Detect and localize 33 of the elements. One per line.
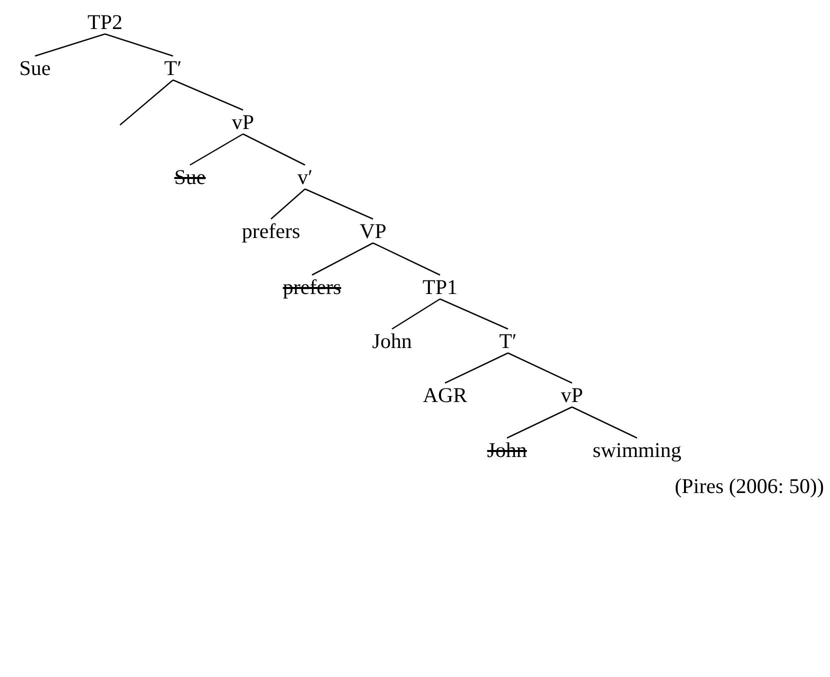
citation-caption: (Pires (2006: 50)): [674, 474, 824, 499]
tree-branch: [572, 406, 638, 439]
tree-label: Sue: [18, 56, 52, 80]
tree-label: John: [371, 329, 413, 353]
tree-branch: [104, 33, 174, 57]
tree-branch: [270, 188, 306, 220]
tree-branch: [172, 79, 244, 111]
tree-label: prefers: [240, 219, 302, 243]
tree-branch: [312, 242, 374, 276]
tree-branch: [304, 188, 374, 220]
tree-label: swimming: [592, 438, 682, 462]
struck-word: John: [486, 438, 528, 462]
tree-label: vP: [560, 383, 584, 407]
tree-branch: [190, 133, 244, 166]
tree-branch: [508, 352, 572, 384]
tree-branch: [34, 33, 106, 57]
tree-branch: [392, 298, 440, 330]
tree-label: v′: [296, 165, 314, 189]
tree-label: vP: [230, 110, 256, 134]
tree-branch: [444, 352, 508, 384]
tree-label: TP1: [422, 275, 458, 299]
tree-branch: [372, 242, 440, 276]
tree-label: TP2: [86, 10, 124, 34]
tree-label: T′: [498, 329, 518, 353]
struck-word: Sue: [173, 165, 207, 189]
struck-word: prefers: [282, 275, 342, 299]
tree-label: T′: [163, 56, 183, 80]
tree-label: VP: [358, 219, 388, 243]
tree-label: AGR: [422, 383, 468, 407]
tree-branch: [506, 406, 572, 439]
tree-branch: [440, 298, 508, 330]
tree-branch: [120, 80, 174, 126]
tree-branch: [242, 133, 306, 166]
